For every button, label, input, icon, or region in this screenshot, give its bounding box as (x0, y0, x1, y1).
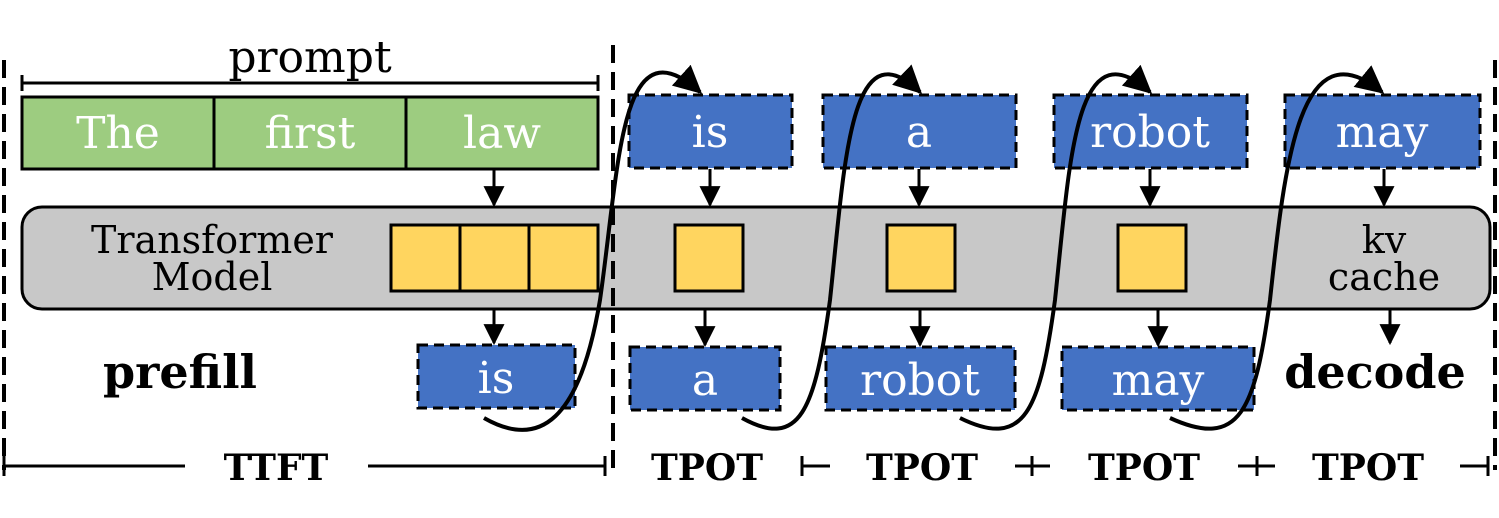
tpot-label: TPOT (1312, 447, 1424, 489)
prompt-label: prompt (228, 32, 392, 83)
output-tokens: is a robot may (416, 343, 1256, 412)
feedback-loop (483, 64, 703, 432)
input-token: is (692, 107, 729, 158)
prefill-label: prefill (103, 345, 257, 399)
output-token: may (1112, 355, 1205, 406)
input-token: may (1336, 107, 1429, 158)
feedback-loop (959, 64, 1153, 431)
prompt-tokens: The first law (20, 95, 600, 171)
model-label-line1: Transformer (91, 218, 334, 262)
flow-arrows (483, 169, 1401, 348)
kv-cache-step-2 (885, 223, 957, 293)
timing-axis (2, 456, 1490, 476)
ttft-label: TTFT (224, 447, 329, 489)
input-tokens: is a robot may (627, 93, 1482, 170)
feedback-loops (483, 64, 1385, 432)
output-token: robot (860, 355, 980, 406)
prompt-token: The (76, 108, 160, 159)
input-token-box (821, 93, 1018, 170)
prompt-token: law (463, 108, 541, 159)
kv-cache-step-3 (1116, 223, 1188, 293)
feedback-loop (741, 64, 923, 431)
feedback-loop (1169, 65, 1385, 431)
prompt-bracket (20, 75, 600, 91)
prefill-output-box (416, 343, 577, 410)
prompt-token: first (265, 108, 356, 159)
model-label-line2: Model (152, 255, 273, 299)
phase-dividers (2, 45, 1497, 470)
kv-cache-prefill (389, 223, 600, 293)
prompt-token-box (20, 95, 216, 171)
tpot-label: TPOT (1088, 447, 1200, 489)
kv-cache-label-line1: kv (1362, 218, 1407, 262)
output-token: a (692, 355, 718, 406)
tpot-label: TPOT (866, 447, 978, 489)
output-token-box (824, 345, 1017, 412)
kv-cache-label-line2: cache (1328, 255, 1440, 299)
input-token: robot (1090, 107, 1210, 158)
prompt-token-box (404, 95, 600, 171)
decode-label: decode (1284, 345, 1466, 399)
input-token: a (906, 107, 932, 158)
prompt-token-box (212, 95, 408, 171)
output-token-box (628, 345, 782, 412)
input-token-box (1052, 93, 1249, 170)
input-token-box (1283, 93, 1482, 170)
prefill-output-token: is (478, 353, 515, 404)
input-token-box (627, 93, 794, 170)
kv-cache-step-1 (673, 223, 745, 293)
tpot-label: TPOT (651, 447, 763, 489)
